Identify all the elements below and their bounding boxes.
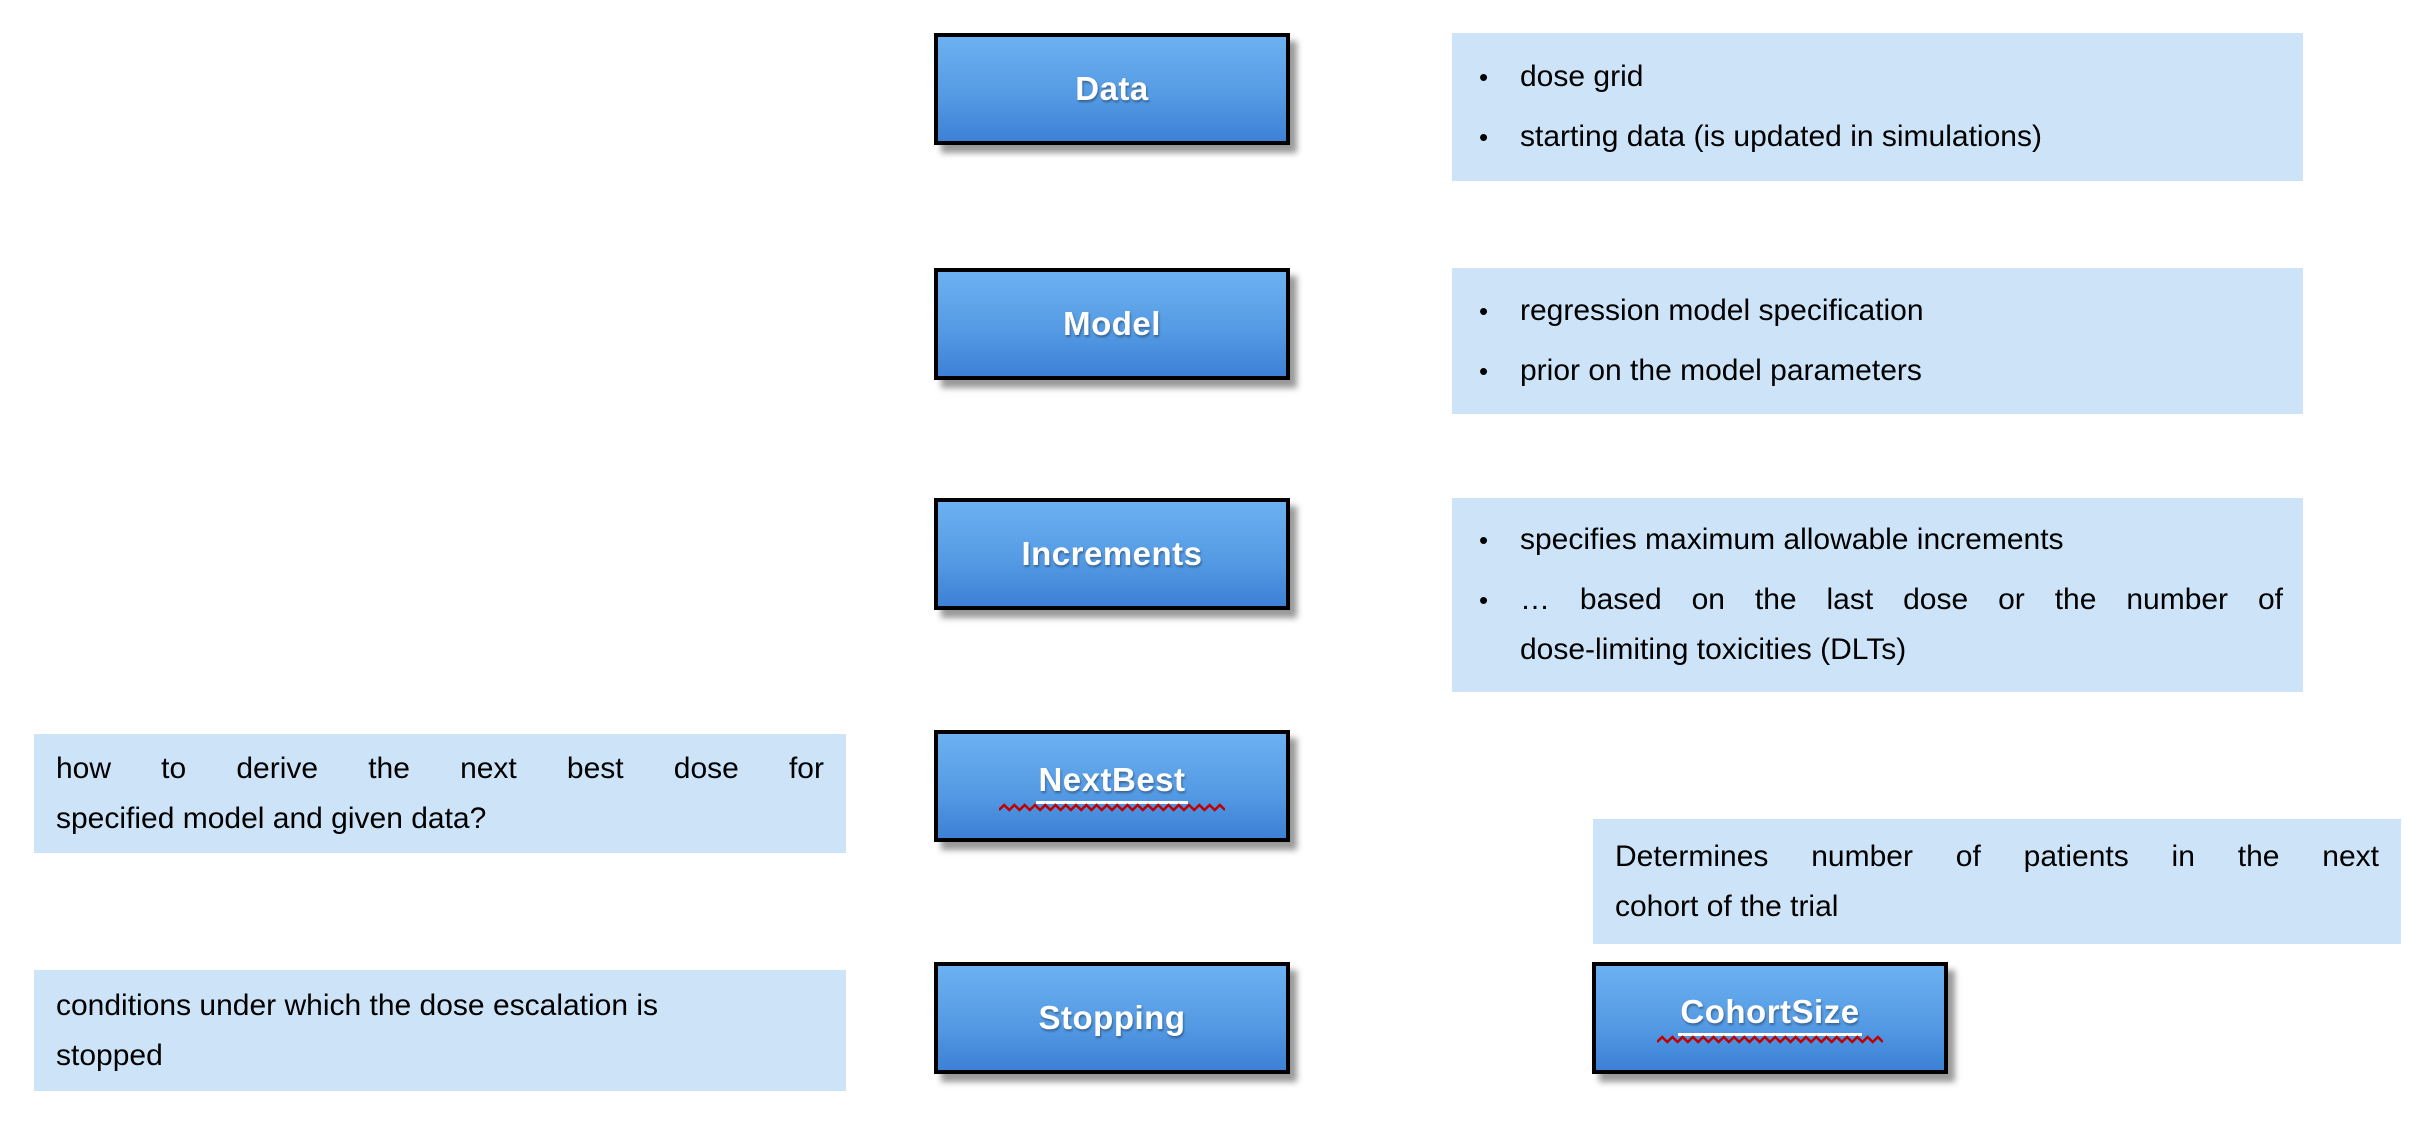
stopping-note: conditions under which the dose escalati… — [34, 970, 846, 1091]
increments-box-label: Increments — [1021, 535, 1203, 572]
model-box[interactable]: Model — [934, 268, 1290, 380]
bullet-icon: • — [1479, 584, 1489, 615]
spellcheck-squiggle-icon — [999, 802, 1225, 812]
bullet-icon: • — [1479, 61, 1489, 92]
note-bullet-row: • prior on the model parameters — [1452, 346, 2283, 396]
note-line: … based on the last dose or the number o… — [1520, 582, 2283, 616]
note-line: specified model and given data? — [56, 801, 487, 835]
model-box-label: Model — [1063, 305, 1161, 342]
bullet-icon: • — [1479, 525, 1489, 556]
note-line: dose-limiting toxicities (DLTs) — [1520, 632, 1907, 666]
bullet-icon: • — [1479, 296, 1489, 326]
note-line: stopped — [56, 1038, 163, 1072]
data-box[interactable]: Data — [934, 33, 1290, 145]
note-line: dose grid — [1520, 59, 1644, 93]
nextbest-box[interactable]: NextBest — [934, 730, 1290, 842]
note-line: conditions under which the dose escalati… — [56, 988, 659, 1022]
note-line: specifies maximum allowable increments — [1520, 523, 2064, 557]
note-bullet-row: • starting data (is updated in simulatio… — [1452, 112, 2283, 162]
cohortsize-note: Determines number of patients in the nex… — [1593, 819, 2401, 944]
note-bullet-row: • regression model specification — [1452, 286, 2283, 336]
stopping-box-label: Stopping — [1038, 999, 1186, 1036]
note-bullet-row: • dose grid — [1452, 52, 2283, 102]
note-line: prior on the model parameters — [1520, 354, 1922, 387]
cohortsize-box-label: CohortSize — [1678, 993, 1862, 1036]
data-note: • dose grid • starting data (is updated … — [1452, 33, 2303, 181]
note-bullet-row: • specifies maximum allowable increments — [1452, 515, 2283, 565]
stopping-box[interactable]: Stopping — [934, 962, 1290, 1074]
note-line: regression model specification — [1520, 294, 1924, 327]
bullet-icon: • — [1479, 356, 1489, 386]
note-line: cohort of the trial — [1615, 889, 1839, 923]
note-line: starting data (is updated in simulations… — [1520, 120, 2042, 154]
bullet-icon: • — [1479, 122, 1489, 153]
increments-box[interactable]: Increments — [934, 498, 1290, 610]
note-line: Determines number of patients in the nex… — [1615, 839, 2379, 873]
spellcheck-squiggle-icon — [1657, 1034, 1883, 1044]
nextbest-box-label: NextBest — [1036, 761, 1188, 804]
data-box-label: Data — [1075, 70, 1149, 107]
cohortsize-box[interactable]: CohortSize — [1592, 962, 1948, 1074]
model-note: • regression model specification • prior… — [1452, 268, 2303, 414]
nextbest-note: how to derive the next best dose for spe… — [34, 734, 846, 853]
increments-note: • specifies maximum allowable increments… — [1452, 498, 2303, 692]
note-line: how to derive the next best dose for — [56, 751, 824, 785]
note-bullet-row: • … based on the last dose or the number… — [1452, 575, 2283, 675]
